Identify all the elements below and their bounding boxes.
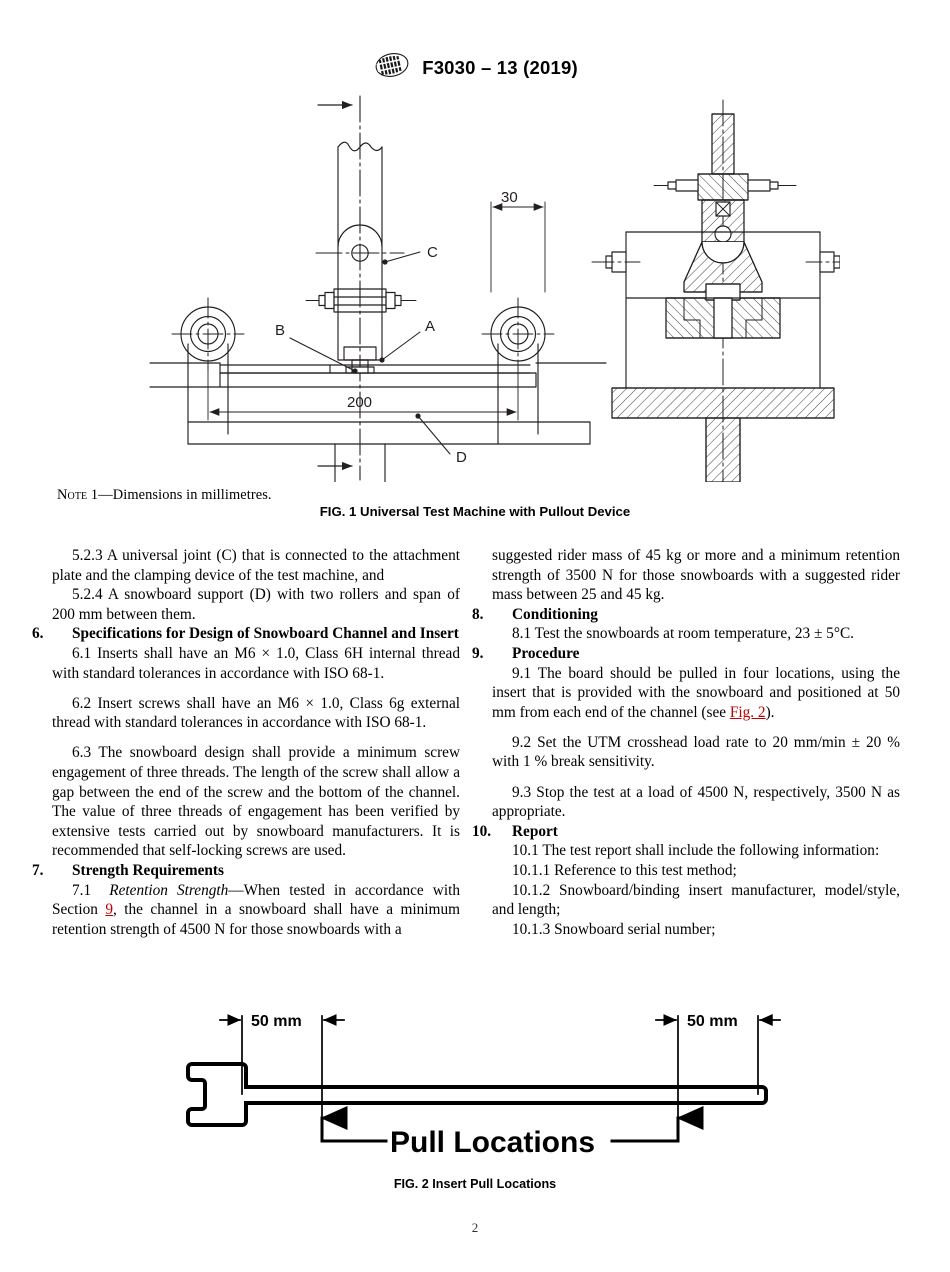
paragraph-6-3: 6.3 The snowboard design shall provide a… [52,744,460,860]
right-column: suggested rider mass of 45 kg or more an… [472,546,900,939]
heading-9-number: 9. [472,644,484,662]
figure1-note: Note 1—Dimensions in millimetres. [57,487,272,504]
paragraph-5-2-3: 5.2.3 A universal joint (C) that is conn… [52,547,460,584]
figure2-caption: FIG. 2 Insert Pull Locations [393,1177,557,1191]
figure2-dim-right: 50 mm [687,1013,738,1030]
heading-10-title: Report [512,822,558,840]
standard-designation: F3030 – 13 (2019) [422,56,578,78]
heading-6-number: 6. [32,625,44,643]
figure1-note-label: Note 1 [57,487,99,503]
figure1-dim-30: 30 [501,189,518,206]
paragraph-10-1-1: 10.1.1 Reference to this test method; [512,861,737,879]
figure-2-link[interactable]: Fig. 2 [729,703,766,721]
figure1-caption: FIG. 1 Universal Test Machine with Pullo… [319,504,631,519]
heading-10: 10. Report [472,822,900,842]
paragraph-9-2: 9.2 Set the UTM crosshead load rate to 2… [492,733,900,771]
figure2-pull-locations-label: Pull Locations [390,1126,595,1159]
figure2-dim-left: 50 mm [251,1013,302,1030]
paragraph-10-1-2: 10.1.2 Snowboard/binding insert manufact… [492,881,900,919]
heading-8-title: Conditioning [512,605,598,623]
figure1-label-a: A [425,318,435,335]
figure1-note-text: —Dimensions in millimetres. [98,487,272,503]
paragraph-9-1-text-b: ). [765,703,775,721]
paragraph-6-1: 6.1 Inserts shall have an M6 × 1.0, Clas… [52,644,460,682]
heading-7: 7. Strength Requirements [32,861,460,881]
figure1-label-d: D [456,449,467,466]
paragraph-7-1-term: Retention Strength [109,881,229,899]
left-column: 5.2.3 A universal joint (C) that is conn… [32,546,460,940]
figure1-label-b: B [275,322,285,339]
heading-7-title: Strength Requirements [72,861,224,879]
figure1-dim-200: 200 [347,394,372,411]
paragraph-9-1: 9.1 The board should be pulled in four l… [492,664,900,723]
astm-logo-icon [372,52,412,83]
body-columns: 5.2.3 A universal joint (C) that is conn… [32,546,900,940]
paragraph-10-1-3: 10.1.3 Snowboard serial number; [512,920,716,938]
heading-10-number: 10. [472,822,492,840]
heading-9-title: Procedure [512,644,580,662]
paragraph-5-2-4: 5.2.4 A snowboard support (D) with two r… [52,586,460,623]
paragraph-7-1-number: 7.1 [72,881,92,899]
page-number: 2 [471,1220,479,1235]
paragraph-7-1: 7.1 Retention Strength—When tested in ac… [52,881,460,940]
heading-8: 8. Conditioning [472,605,900,625]
heading-8-number: 8. [472,605,484,623]
figure-1-universal-test-machine: C B A D 30 200 [120,92,840,482]
figure-2-insert-pull-locations: 50 mm 50 mm Pull Locations [150,998,810,1173]
paragraph-6-2: 6.2 Insert screws shall have an M6 × 1.0… [52,694,460,732]
paragraph-9-3: 9.3 Stop the test at a load of 4500 N, r… [492,783,900,821]
page-header: F3030 – 13 (2019) [0,52,950,83]
figure1-label-c: C [427,244,438,261]
paragraph-9-1-text-a: 9.1 The board should be pulled in four l… [492,664,900,721]
heading-6-title: Specifications for Design of Snowboard C… [72,625,459,643]
paragraph-7-1-text-a: —When tested in accordance with Section [52,881,460,919]
paragraph-7-1-text-b: , the channel in a snowboard shall have … [52,901,460,938]
paragraph-8-1: 8.1 Test the snowboards at room temperat… [512,625,854,643]
section-9-link[interactable]: 9 [105,901,113,919]
paragraph-7-1-continued: suggested rider mass of 45 kg or more an… [492,547,900,604]
heading-9: 9. Procedure [472,644,900,664]
heading-6: 6. Specifications for Design of Snowboard… [32,624,460,644]
heading-7-number: 7. [32,861,44,879]
paragraph-10-1: 10.1 The test report shall include the f… [512,842,880,860]
